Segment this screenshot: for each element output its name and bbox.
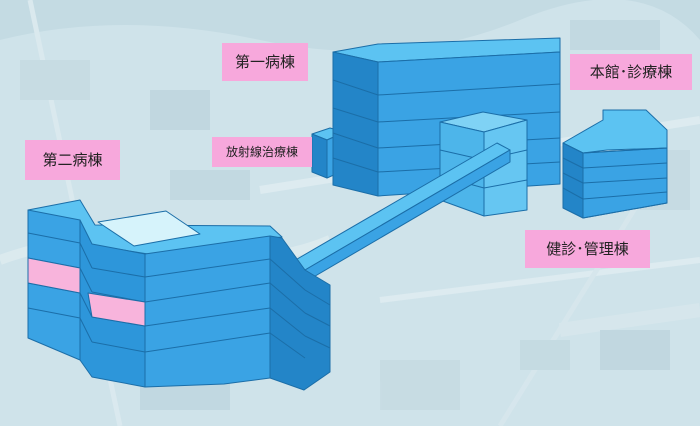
label-honkan-shinryoto[interactable]: 本館･診療棟 (570, 54, 692, 90)
highlighted-floor-west (27, 257, 81, 294)
label-honkan-shinryoto-text: 本館･診療棟 (589, 62, 673, 81)
label-hoshasen-chiryoto[interactable]: 放射線治療棟 (212, 137, 312, 167)
label-hoshasen-chiryoto-text: 放射線治療棟 (225, 145, 298, 159)
label-daiichi-byoto[interactable]: 第一病棟 (222, 43, 308, 81)
highlighted-floor-front (87, 292, 146, 327)
building-honkan-shinryoto[interactable] (562, 109, 668, 219)
label-daini-byoto-text: 第二病棟 (42, 150, 103, 169)
building-daini-byoto[interactable] (27, 199, 331, 391)
label-kenshin-kanrito[interactable]: 健診･管理棟 (525, 230, 650, 268)
label-daiichi-byoto-text: 第一病棟 (234, 52, 295, 71)
label-daini-byoto[interactable]: 第二病棟 (25, 140, 120, 180)
label-kenshin-kanrito-text: 健診･管理棟 (546, 239, 629, 258)
